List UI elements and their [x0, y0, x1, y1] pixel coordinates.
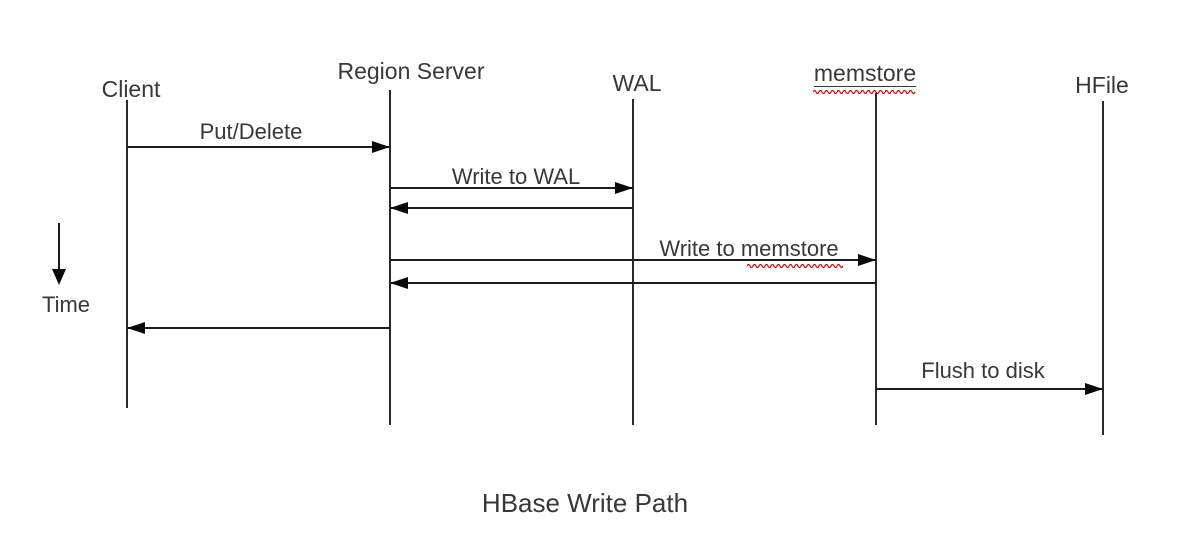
arrowhead-left-icon [390, 202, 408, 214]
lifeline-client [126, 100, 128, 408]
spellcheck-squiggle-icon [813, 90, 916, 95]
arrowhead-right-icon [615, 182, 633, 194]
arrowhead-right-icon [858, 254, 876, 266]
diagram-title: HBase Write Path [481, 488, 689, 518]
message-line-memstore-return [390, 282, 876, 284]
arrowhead-down-icon [52, 269, 66, 285]
arrowhead-right-icon [1085, 383, 1103, 395]
spellcheck-squiggle-icon [747, 263, 843, 268]
message-line-write-to-wal [390, 187, 633, 189]
lifeline-hfile [1102, 101, 1104, 435]
message-label-write-to-memstore: Write to memstore [659, 236, 839, 261]
lifeline-memstore [875, 93, 877, 425]
actor-name: Region Server [337, 58, 485, 84]
actor-label-wal: WAL [613, 70, 662, 96]
actor-name: Client [101, 76, 161, 102]
message-label-write-to-wal: Write to WAL [451, 164, 581, 189]
arrowhead-left-icon [390, 277, 408, 289]
actor-label-client: Client [102, 76, 161, 102]
message-label-put-delete: Put/Delete [199, 119, 303, 144]
time-arrow-line [58, 223, 60, 270]
message-label-wavy-word: memstore [740, 236, 839, 261]
arrowhead-left-icon [127, 322, 145, 334]
message-label-plain: Write to [659, 236, 741, 261]
message-line-write-to-memstore [390, 259, 876, 261]
actor-name: HFile [1075, 72, 1129, 98]
arrowhead-right-icon [372, 141, 390, 153]
actor-label-region-server: Region Server [337, 58, 484, 84]
message-label-flush-to-disk: Flush to disk [921, 358, 1045, 383]
message-line-wal-return [390, 207, 633, 209]
message-line-flush-to-disk [876, 388, 1103, 390]
message-line-put-delete [127, 146, 390, 148]
actor-name: WAL [612, 70, 662, 96]
lifeline-region-server [389, 90, 391, 425]
actor-name: memstore [813, 60, 917, 88]
actor-label-memstore: memstore [813, 60, 917, 95]
message-line-client-return [127, 327, 390, 329]
lifeline-wal [632, 99, 634, 425]
time-axis-label: Time [41, 292, 91, 317]
actor-label-hfile: HFile [1075, 72, 1129, 98]
